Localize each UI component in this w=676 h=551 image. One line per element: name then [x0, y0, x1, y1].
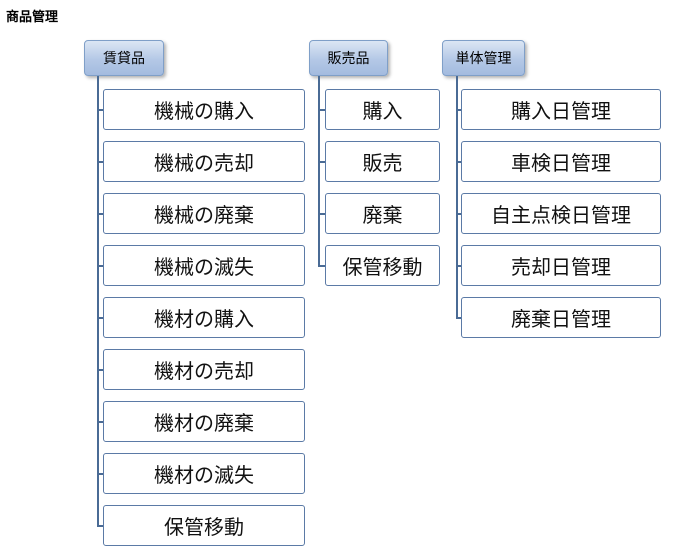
connector-trunk-rental [97, 76, 99, 527]
connector-branch [97, 316, 103, 319]
connector-branch [456, 316, 461, 319]
diagram-node: 機材の廃棄 [103, 401, 305, 442]
connector-branch [97, 524, 103, 527]
diagram-node: 機材の購入 [103, 297, 305, 338]
connector-branch [97, 420, 103, 423]
diagram-node: 機材の売却 [103, 349, 305, 390]
diagram-node: 購入 [325, 89, 440, 130]
diagram-node: 保管移動 [325, 245, 440, 286]
connector-branch [97, 212, 103, 215]
connector-branch [456, 264, 461, 267]
diagram-node: 車検日管理 [461, 141, 661, 182]
diagram-node: 機械の廃棄 [103, 193, 305, 234]
group-header-unit: 単体管理 [442, 40, 525, 76]
connector-branch [318, 160, 325, 163]
connector-branch [318, 108, 325, 111]
connector-branch [456, 212, 461, 215]
group-header-rental: 賃貸品 [84, 40, 164, 76]
connector-trunk-sales [318, 76, 320, 267]
diagram-node: 購入日管理 [461, 89, 661, 130]
connector-trunk-unit [456, 76, 458, 319]
connector-branch [97, 108, 103, 111]
diagram-node: 売却日管理 [461, 245, 661, 286]
connector-branch [456, 160, 461, 163]
connector-branch [97, 160, 103, 163]
connector-branch [456, 108, 461, 111]
diagram-node: 機械の購入 [103, 89, 305, 130]
diagram-node: 機材の滅失 [103, 453, 305, 494]
diagram-node: 廃棄 [325, 193, 440, 234]
connector-branch [318, 212, 325, 215]
diagram-node: 廃棄日管理 [461, 297, 661, 338]
group-header-sales: 販売品 [309, 40, 388, 76]
page-title: 商品管理 [6, 10, 59, 25]
connector-branch [97, 472, 103, 475]
connector-branch [97, 264, 103, 267]
diagram-node: 機械の滅失 [103, 245, 305, 286]
connector-branch [97, 368, 103, 371]
diagram-node: 自主点検日管理 [461, 193, 661, 234]
diagram-node: 保管移動 [103, 505, 305, 546]
diagram-node: 販売 [325, 141, 440, 182]
connector-branch [318, 264, 325, 267]
diagram-node: 機械の売却 [103, 141, 305, 182]
